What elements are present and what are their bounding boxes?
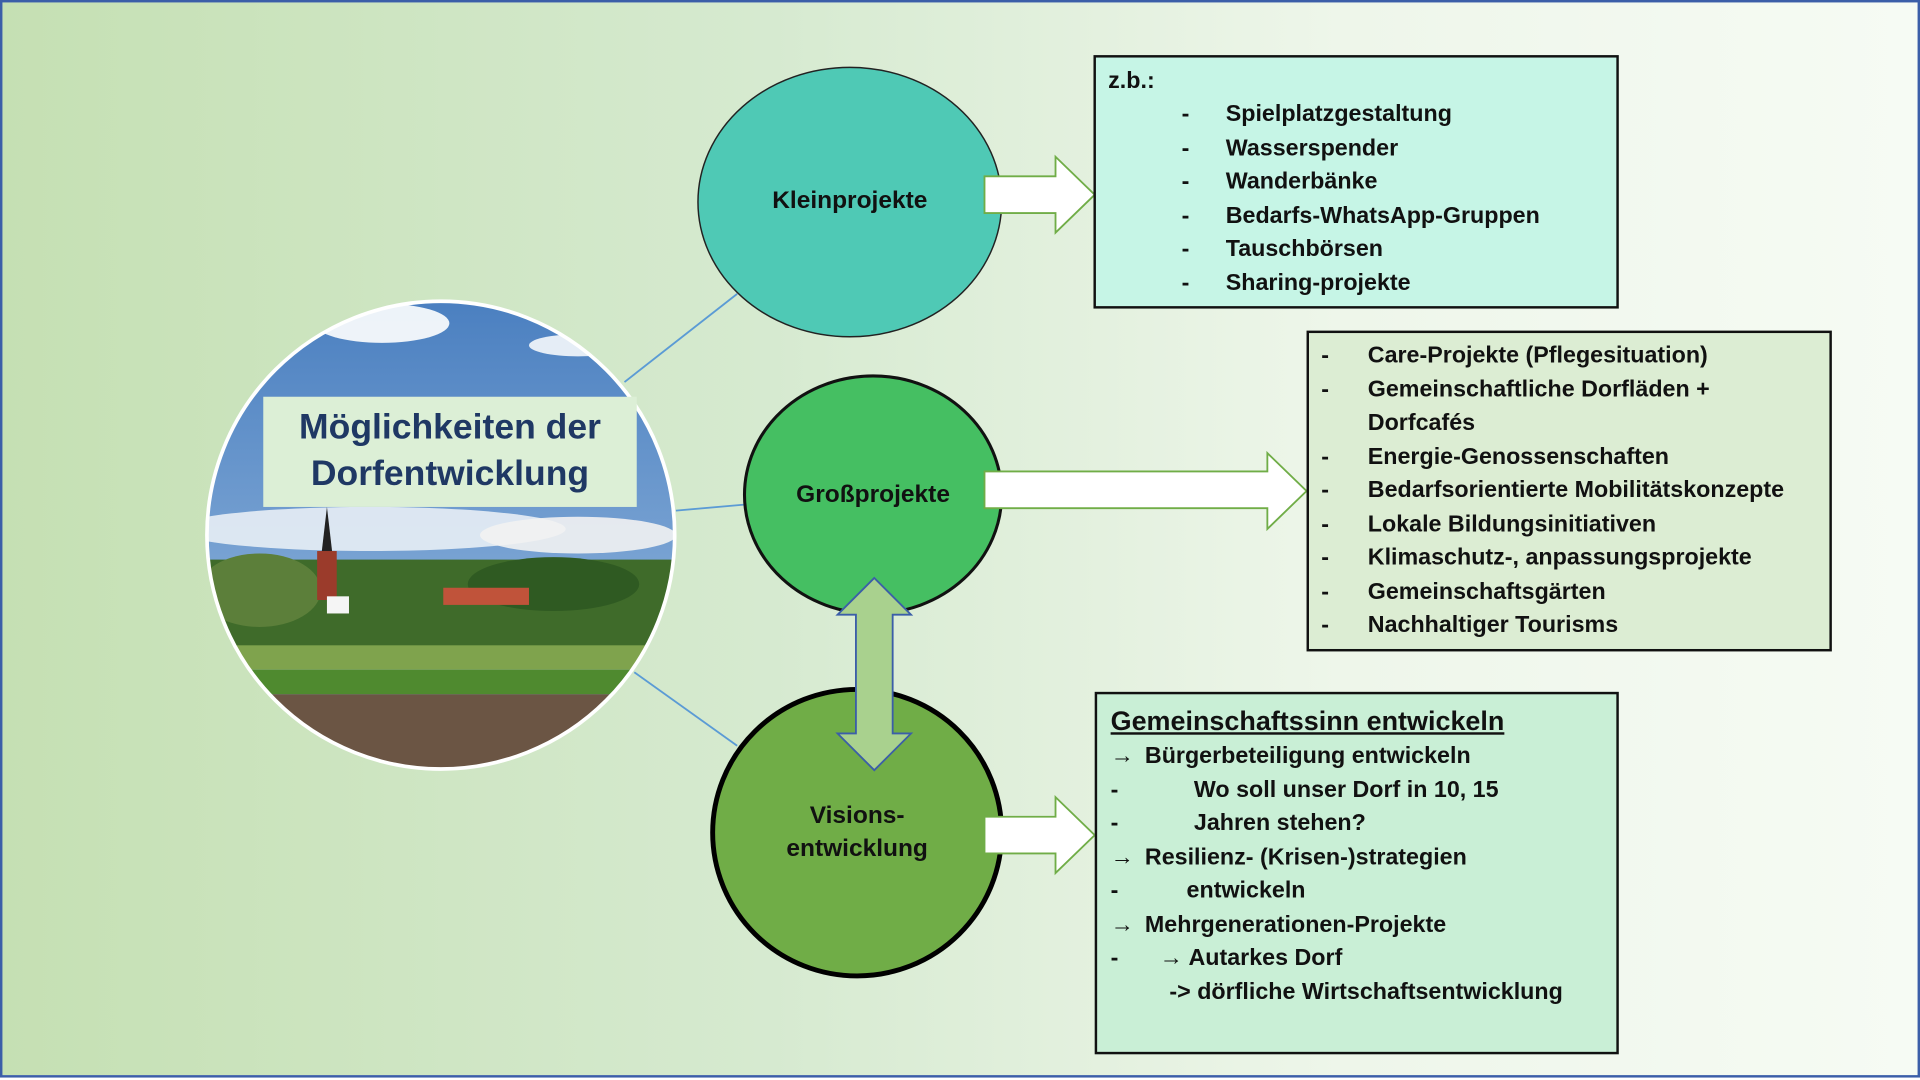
title-line: Möglichkeiten der [299, 407, 601, 447]
list-item: Dorfcafés [1321, 407, 1817, 441]
grossprojekte-label: Großprojekte [796, 480, 950, 508]
list-item: - Nachhaltiger Tourisms [1321, 609, 1817, 643]
item-text: Bedarfsorientierte Mobilitätskonzepte [1367, 477, 1785, 504]
item-text: Bedarfs-WhatsApp-Gruppen [1225, 202, 1540, 229]
list-item: → Mehrgenerationen-Projekte [1111, 908, 1603, 942]
item-text: Wo soll unser Dorf in 10, 15 [1193, 776, 1499, 803]
list-item: - Bedarfsorientierte Mobilitätskonzepte [1321, 474, 1817, 508]
list-item: - Energie-Genossenschaften [1321, 440, 1817, 474]
item-text: Klimaschutz-, anpassungsprojekte [1367, 544, 1752, 571]
bullet-dash: - [1181, 168, 1190, 195]
title-line: Dorfentwicklung [310, 454, 590, 494]
item-text: Care-Projekte (Pflegesituation) [1367, 342, 1708, 369]
list-item: → Resilienz- (Krisen-)strategien [1111, 841, 1603, 875]
item-text: Wanderbänke [1225, 168, 1378, 195]
arrow-right [983, 450, 1308, 532]
item-text: Spielplatzgestaltung [1225, 101, 1452, 128]
item-text: Dorfcafés [1367, 410, 1476, 436]
item-text: Nachhaltiger Tourisms [1367, 612, 1619, 638]
list-item: - Spielplatzgestaltung [1108, 98, 1604, 132]
arrow-icon: → [1110, 911, 1134, 938]
bullet-dash: - [1181, 202, 1190, 229]
bullet-dash: - [1321, 544, 1329, 571]
bullet-dash: - [1321, 477, 1329, 504]
item-text: → Autarkes Dorf [1159, 945, 1343, 972]
item-text: Sharing-projekte [1225, 270, 1411, 296]
connector-line [633, 671, 738, 747]
list-item: → Bürgerbeteiligung entwickeln [1111, 740, 1603, 774]
box-heading: z.b.: [1108, 68, 1155, 95]
bullet-dash: - [1110, 776, 1119, 803]
arrow-right [983, 794, 1097, 876]
grossprojekte-list: - Care-Projekte (Pflegesituation) - Gemeins… [1321, 339, 1817, 642]
box-heading: Gemeinschaftssinn entwickeln [1110, 705, 1505, 736]
label-line: Visions- [809, 802, 905, 829]
item-text: -> dörfliche Wirtschaftsentwicklung [1169, 978, 1563, 1005]
list-item: - Wasserspender [1108, 132, 1604, 166]
list-item: - Klimaschutz-, anpassungsprojekte [1321, 541, 1817, 575]
grossprojekte-box: - Care-Projekte (Pflegesituation) - Gemeins… [1306, 330, 1832, 652]
item-text: Lokale Bildungsinitiativen [1367, 511, 1657, 537]
item-text: Bürgerbeteiligung entwickeln [1144, 743, 1471, 769]
item-text: Gemeinschaftliche Dorfläden + [1367, 376, 1710, 403]
double-arrow [835, 576, 914, 772]
item-text: Wasserspender [1225, 135, 1399, 162]
list-item: -> dörfliche Wirtschaftsentwicklung [1111, 975, 1603, 1009]
item-text: entwickeln [1186, 877, 1306, 904]
list-item: - Wo soll unser Dorf in 10, 15 [1111, 773, 1603, 807]
item-text: Tauschbörsen [1225, 236, 1384, 263]
village-photo [206, 301, 675, 769]
arrow-right [983, 154, 1097, 235]
list-item: - Gemeinschaftliche Dorfläden + [1321, 373, 1817, 407]
arrow-icon: → [1110, 844, 1134, 871]
kleinprojekte-list: - Spielplatzgestaltung - Wasserspender - Wand… [1108, 98, 1604, 300]
item-text: Resilienz- (Krisen-)strategien [1144, 844, 1467, 871]
kleinprojekte-box: z.b.: - Spielplatzgestaltung - Wasserspende… [1093, 55, 1619, 309]
bullet-dash: - [1321, 511, 1329, 537]
item-text: Mehrgenerationen-Projekte [1144, 911, 1447, 938]
visionsentwicklung-label: Visions- entwicklung [735, 798, 980, 867]
item-text: Jahren stehen? [1193, 810, 1366, 837]
item-text: Gemeinschaftsgärten [1367, 578, 1606, 605]
vision-list: →Bürgerbeteiligung entwickeln-Wo soll un… [1111, 740, 1603, 1009]
list-item: - Jahren stehen? [1111, 807, 1603, 841]
list-item: - Care-Projekte (Pflegesituation) [1321, 339, 1817, 373]
item-text: Energie-Genossenschaften [1367, 443, 1670, 470]
bullet-dash: - [1110, 877, 1119, 904]
label-line: entwicklung [786, 835, 928, 863]
bullet-dash: - [1321, 376, 1329, 403]
arrow-icon: → [1110, 743, 1134, 769]
kleinprojekte-label: Kleinprojekte [772, 186, 928, 214]
bullet-dash: - [1181, 236, 1190, 263]
list-item: - Tauschbörsen [1108, 233, 1604, 267]
bullet-dash: - [1181, 135, 1190, 162]
bullet-dash: - [1321, 443, 1329, 470]
list-item: - Lokale Bildungsinitiativen [1321, 508, 1817, 542]
diagram-title: Möglichkeiten der Dorfentwicklung [263, 396, 637, 507]
bullet-dash: - [1181, 101, 1190, 128]
connector-line [675, 503, 746, 512]
bullet-dash [1321, 407, 1368, 441]
list-item: - Gemeinschaftsgärten [1321, 575, 1817, 609]
list-item: - Sharing-projekte [1108, 266, 1604, 300]
bullet-dash: - [1321, 342, 1329, 369]
bullet-dash: - [1110, 945, 1119, 972]
list-item: - Wanderbänke [1108, 165, 1604, 199]
vision-box: Gemeinschaftssinn entwickeln → Bürgerbete… [1094, 691, 1619, 1055]
bullet-dash: - [1181, 270, 1190, 296]
bullet-dash: - [1110, 810, 1119, 837]
connector-line [623, 293, 738, 383]
list-item: - entwickeln [1111, 874, 1603, 908]
bullet-dash: - [1321, 578, 1329, 605]
list-item: - → Autarkes Dorf [1111, 942, 1603, 976]
bullet-dash: - [1321, 612, 1329, 638]
list-item: - Bedarfs-WhatsApp-Gruppen [1108, 199, 1604, 233]
